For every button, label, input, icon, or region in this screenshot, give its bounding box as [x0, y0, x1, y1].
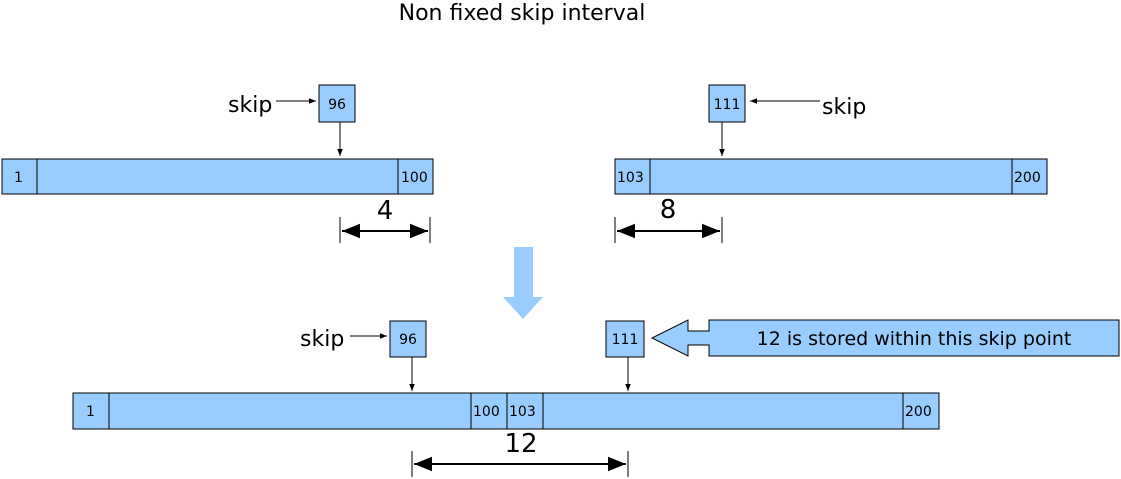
cell-103-label-bottom: 103 — [509, 404, 536, 420]
skip-value-96-bottom: 96 — [399, 332, 417, 348]
cell-200-label-bottom: 200 — [905, 404, 932, 420]
skip-box-111-bottom — [605, 320, 645, 358]
distance-label-bottom: 12 — [504, 429, 537, 459]
posting-list-top-left — [1, 158, 434, 195]
distance-label-top-right: 8 — [660, 195, 677, 225]
callout-arrow-icon — [650, 319, 1120, 357]
skip-label-top-right: skip — [822, 95, 866, 120]
cell-103-label-top-right: 103 — [617, 170, 644, 186]
callout-note: 12 is stored within this skip point — [757, 328, 1072, 350]
distance-label-top-left: 4 — [377, 196, 394, 226]
bottom-group: skip 96 111 12 is stored within this ski… — [72, 319, 1120, 477]
cell-103-top-right — [614, 158, 651, 195]
cell-100-bottom — [470, 392, 508, 430]
skip-label-bottom: skip — [300, 327, 344, 352]
top-left-group: skip 96 1 100 4 — [1, 84, 434, 243]
cell-200-label-top-right: 200 — [1014, 170, 1041, 186]
cell-1-label-top-left: 1 — [14, 170, 23, 186]
skip-box-96-top-left — [318, 84, 356, 123]
skip-value-top-left: 96 — [328, 97, 346, 113]
posting-list-top-right — [614, 158, 1048, 195]
diagram-title: Non fixed skip interval — [398, 1, 646, 26]
skip-value-111-bottom: 111 — [612, 332, 639, 348]
cell-200-top-right — [1011, 158, 1048, 195]
skip-box-96-bottom — [389, 320, 427, 358]
skip-label-top-left: skip — [228, 93, 272, 118]
cell-100-label-bottom: 100 — [473, 404, 500, 420]
cell-1-top-left — [1, 158, 38, 195]
cell-100-top-left — [397, 158, 434, 195]
cell-1-label-bottom: 1 — [86, 404, 95, 420]
cell-100-label-top-left: 100 — [401, 170, 428, 186]
cell-200-bottom — [902, 392, 940, 430]
top-right-group: 111 skip 103 200 8 — [614, 84, 1048, 243]
merge-down-arrow-icon — [503, 247, 543, 319]
cell-103-bottom — [506, 392, 544, 430]
cell-1-bottom — [72, 392, 110, 430]
skip-value-top-right: 111 — [714, 97, 741, 113]
skip-box-111-top-right — [708, 84, 746, 123]
